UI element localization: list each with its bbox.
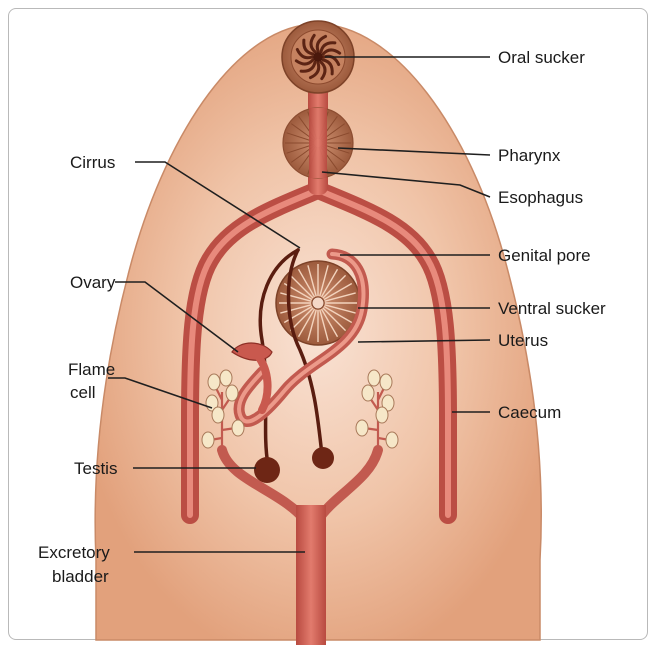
- label-flame-cell-line1: Flame: [68, 360, 115, 379]
- testis-left: [254, 457, 280, 483]
- label-excretory-bladder-line1: Excretory: [38, 543, 110, 562]
- label-testis: Testis: [74, 459, 117, 478]
- flame-cell: [356, 420, 368, 436]
- label-uterus: Uterus: [498, 331, 548, 350]
- pharynx: [283, 108, 353, 178]
- flame-cell: [376, 407, 388, 423]
- label-pharynx: Pharynx: [498, 146, 561, 165]
- excretory-bladder: [296, 505, 326, 645]
- label-esophagus: Esophagus: [498, 188, 583, 207]
- label-ovary: Ovary: [70, 273, 116, 292]
- flame-cell: [220, 370, 232, 386]
- label-flame-cell-line2: cell: [70, 383, 96, 402]
- flame-cell: [386, 432, 398, 448]
- label-caecum: Caecum: [498, 403, 561, 422]
- label-cirrus: Cirrus: [70, 153, 115, 172]
- flame-cell: [380, 374, 392, 390]
- flame-cell: [368, 370, 380, 386]
- label-oral-sucker: Oral sucker: [498, 48, 585, 67]
- flame-cell: [232, 420, 244, 436]
- flame-cell: [212, 407, 224, 423]
- label-ventral-sucker: Ventral sucker: [498, 299, 606, 318]
- testis-right: [312, 447, 334, 469]
- flame-cell: [226, 385, 238, 401]
- label-excretory-bladder-line2: bladder: [52, 567, 109, 586]
- flame-cell: [208, 374, 220, 390]
- flame-cell: [202, 432, 214, 448]
- flame-cell: [362, 385, 374, 401]
- label-genital-pore: Genital pore: [498, 246, 591, 265]
